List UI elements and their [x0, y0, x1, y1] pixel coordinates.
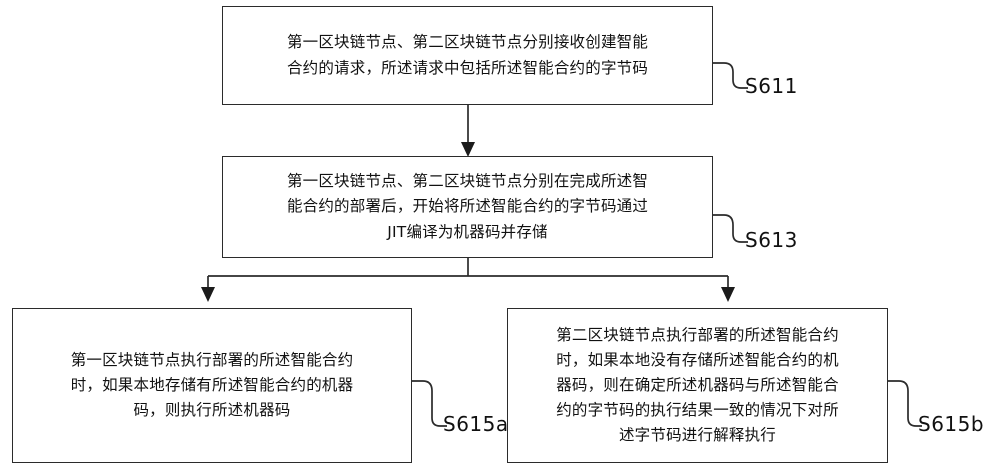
flow-node-s615a[interactable]: 第一区块链节点执行部署的所述智能合约 时，如果本地存储有所述智能合约的机器 码，… — [12, 308, 412, 463]
leader-s615a — [412, 380, 447, 427]
flow-node-s615b-text: 第二区块链节点执行部署的所述智能合约 时，如果本地没有存储所述智能合约的机 器码… — [556, 325, 839, 445]
leader-s615b — [888, 380, 922, 427]
step-label-s611: S611 — [745, 74, 798, 98]
leader-s613 — [713, 214, 748, 243]
flow-node-s613-text: 第一区块链节点、第二区块链节点分别在完成所述智 能合约的部署后，开始将所述智能合… — [286, 172, 649, 241]
step-label-s615b: S615b — [918, 412, 985, 436]
flow-node-s613[interactable]: 第一区块链节点、第二区块链节点分别在完成所述智 能合约的部署后，开始将所述智能合… — [222, 156, 713, 258]
edge-s613-to-branches — [201, 258, 735, 302]
leader-s611 — [713, 62, 748, 89]
flow-node-s611[interactable]: 第一区块链节点、第二区块链节点分别接收创建智能 合约的请求，所述请求中包括所述智… — [222, 6, 713, 105]
flow-node-s611-text: 第一区块链节点、第二区块链节点分别接收创建智能 合约的请求，所述请求中包括所述智… — [286, 33, 649, 77]
flow-node-s615a-text: 第一区块链节点执行部署的所述智能合约 时，如果本地存储有所述智能合约的机器 码，… — [70, 350, 354, 420]
step-label-s615a: S615a — [443, 412, 509, 436]
edge-s611-to-s613 — [461, 105, 475, 157]
flow-node-s615b[interactable]: 第二区块链节点执行部署的所述智能合约 时，如果本地没有存储所述智能合约的机 器码… — [507, 308, 888, 463]
step-label-s613: S613 — [745, 228, 798, 252]
